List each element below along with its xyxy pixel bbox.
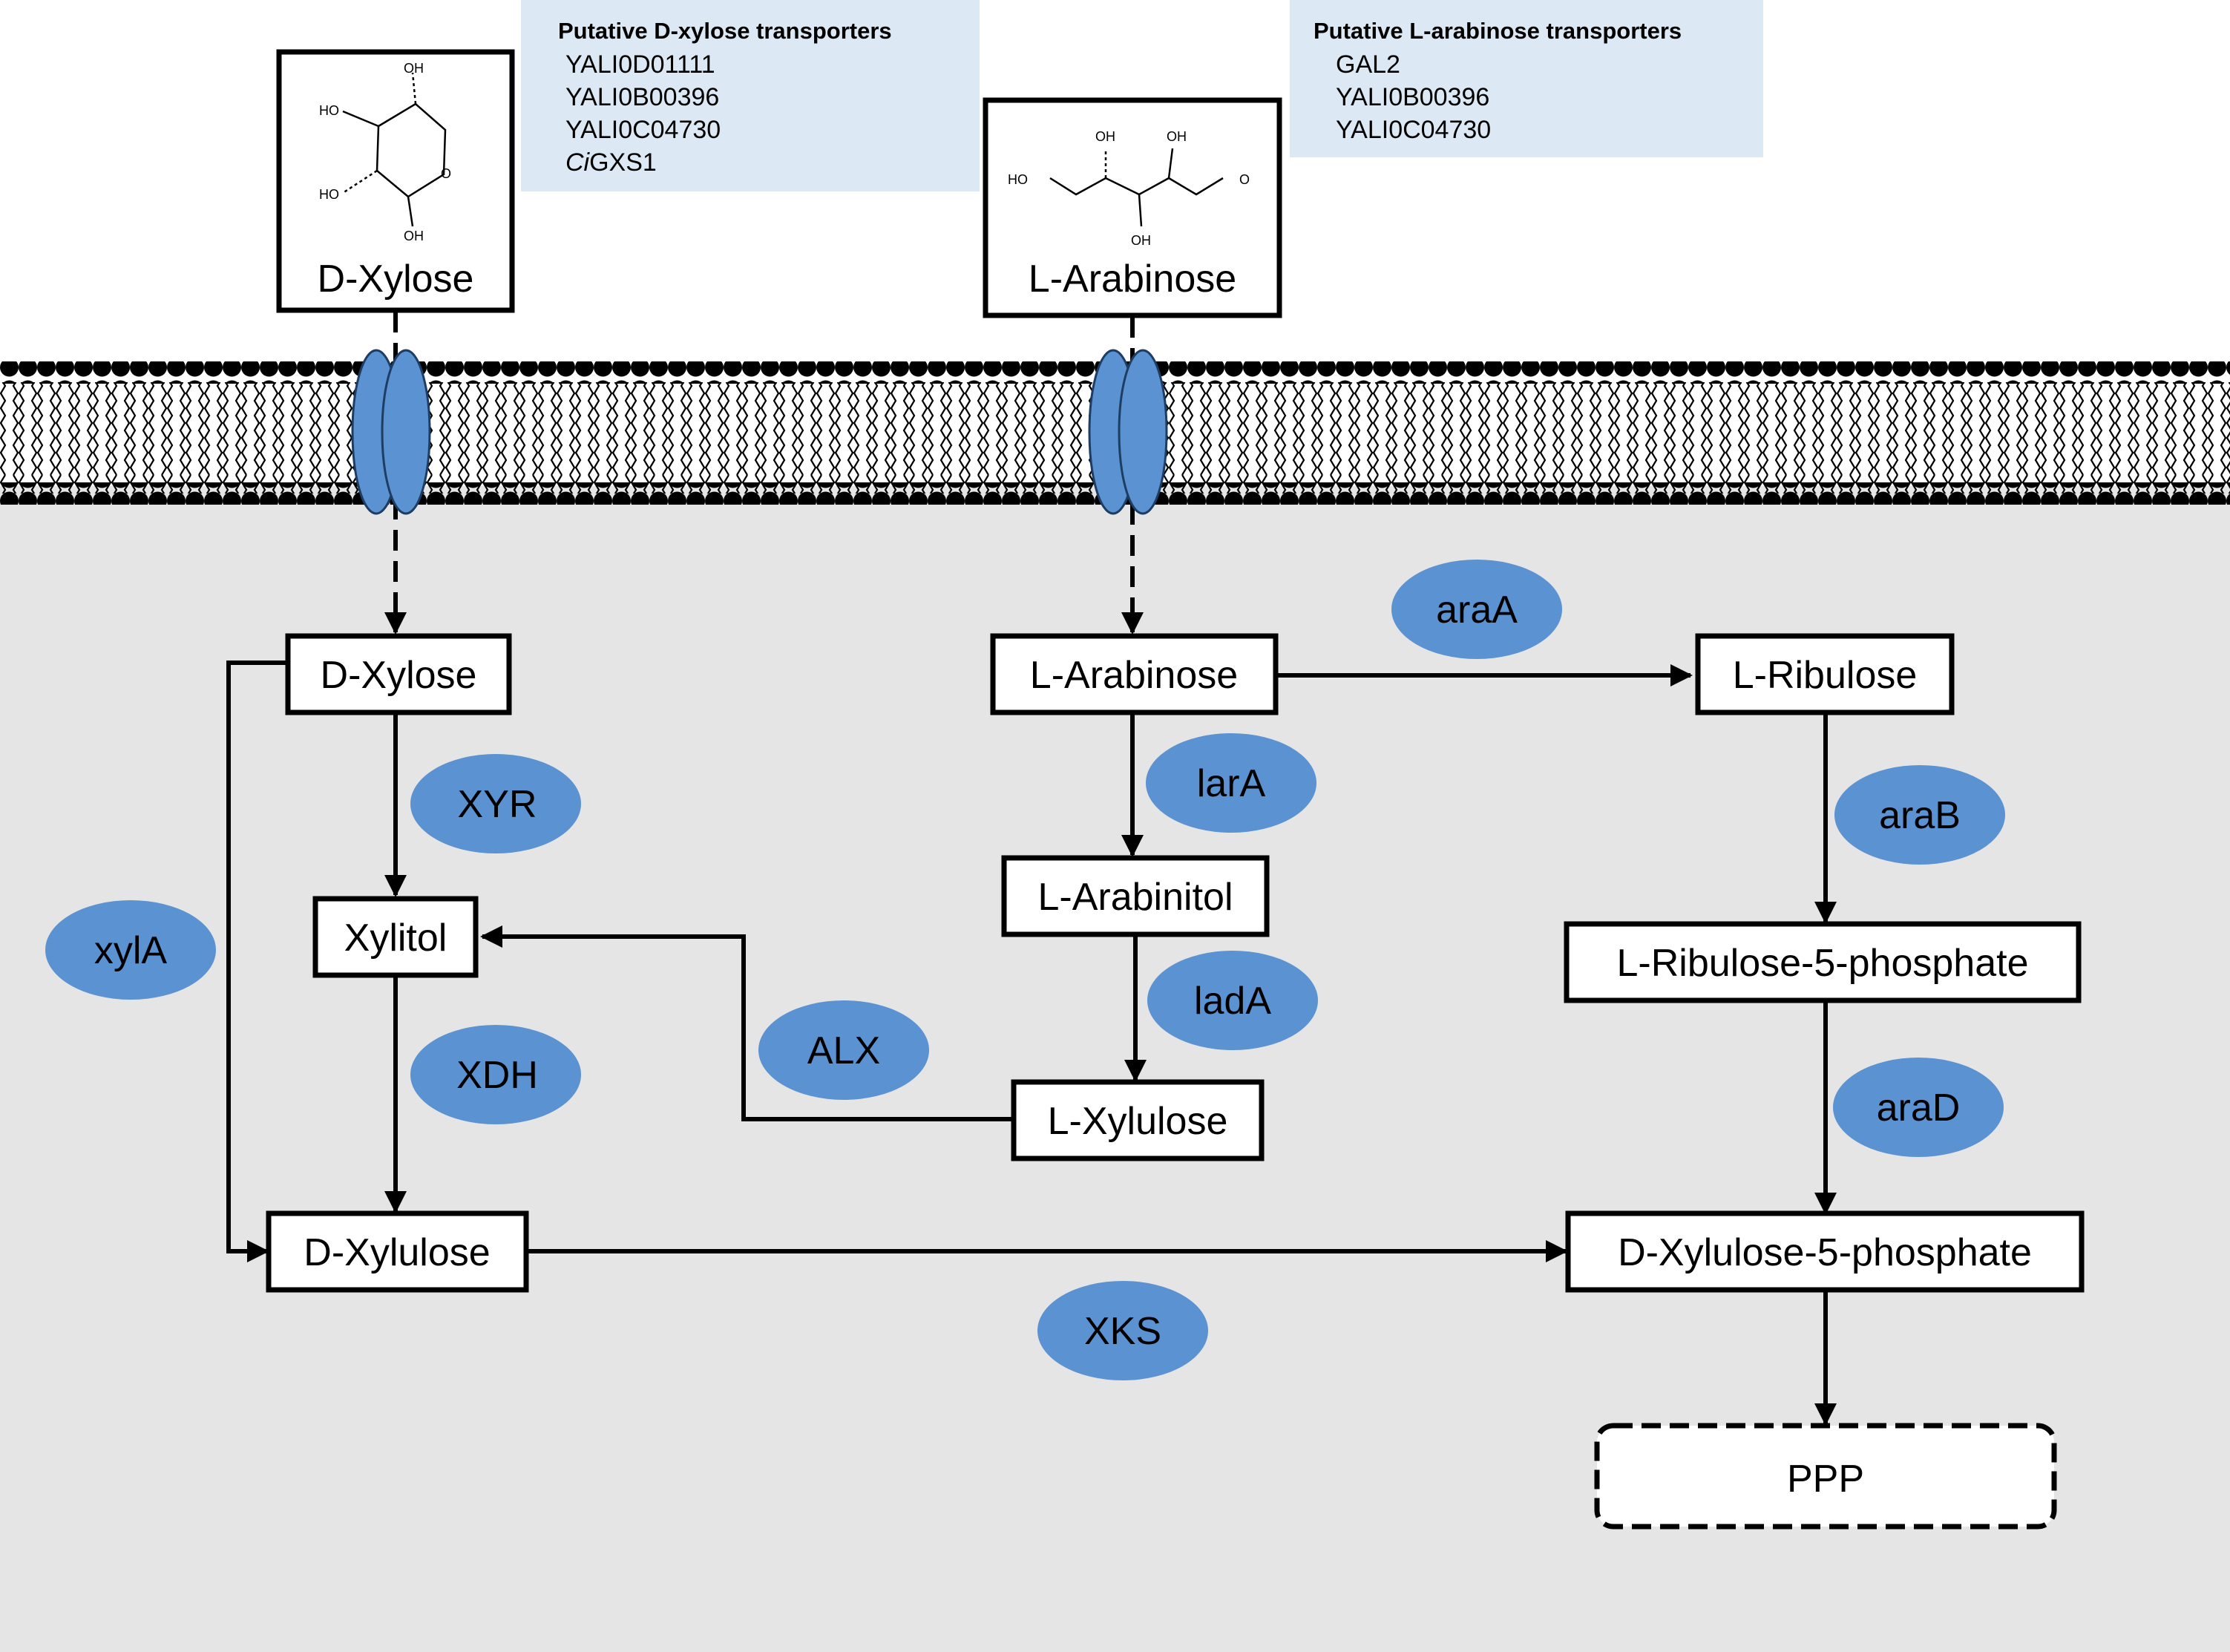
node-label: L-Xylulose xyxy=(1048,1100,1228,1143)
arabinose-panel-title: Putative L-arabinose transporters xyxy=(1314,18,1682,44)
arabinose-transporter-3: YALI0C04730 xyxy=(1336,116,1491,144)
enzyme-label: XKS xyxy=(1084,1310,1161,1353)
node-d-xylulose-5-phosphate: D-Xylulose-5-phosphate xyxy=(1565,1210,2085,1293)
arabinose-transporter-2: YALI0B00396 xyxy=(1336,83,1489,111)
xyla-arrow xyxy=(226,661,288,1262)
node-label: L-Ribulose xyxy=(1733,654,1918,697)
atom-label: OH xyxy=(1167,129,1187,144)
atom-label: OH xyxy=(404,61,424,76)
enzyme-label: XDH xyxy=(456,1054,538,1097)
enzyme-xyla: xylA xyxy=(45,900,216,1000)
enzyme-label: araB xyxy=(1879,794,1961,837)
node-label: L-Arabinose xyxy=(1030,654,1238,697)
node-label: D-Xylulose xyxy=(304,1231,490,1274)
arabinose-transporter-panel: Putative L-arabinose transporters GAL2 Y… xyxy=(1290,0,1763,157)
node-label: L-Ribulose-5-phosphate xyxy=(1616,942,2028,985)
enzyme-alx: ALX xyxy=(758,1000,929,1100)
enzyme-label: larA xyxy=(1197,762,1266,805)
enzyme-arad: araD xyxy=(1833,1058,2004,1157)
d-xylose-external-label: D-Xylose xyxy=(318,258,474,301)
atom-label: HO xyxy=(319,103,339,118)
node-label: D-Xylulose-5-phosphate xyxy=(1618,1231,2032,1274)
xylose-transporter-2: YALI0B00396 xyxy=(565,83,719,111)
enzyme-label: XYR xyxy=(458,783,537,826)
atom-label: O xyxy=(441,166,451,181)
xylose-transporter-panel: Putative D-xylose transporters YALI0D011… xyxy=(521,0,980,191)
atom-label: OH xyxy=(1131,233,1151,248)
l-arabinose-structure xyxy=(1049,148,1224,227)
node-l-xylulose: L-Xylulose xyxy=(1011,1079,1265,1161)
enzyme-lada: ladA xyxy=(1147,951,1318,1050)
node-l-arabinose: L-Arabinose xyxy=(990,633,1279,715)
node-l-arabinitol: L-Arabinitol xyxy=(1001,855,1270,937)
xylose-transporter-4: CiGXS1 xyxy=(565,148,657,177)
enzyme-label: xylA xyxy=(94,929,168,972)
xylose-transporter-3: YALI0C04730 xyxy=(565,116,721,144)
node-l-ribulose: L-Ribulose xyxy=(1695,633,1955,715)
xylose-panel-title: Putative D-xylose transporters xyxy=(558,18,892,44)
enzyme-araa: araA xyxy=(1391,560,1562,659)
enzyme-lara: larA xyxy=(1146,733,1316,833)
d-xylose-structure xyxy=(342,72,447,227)
xylose-transporter-1: YALI0D01111 xyxy=(565,50,715,79)
enzyme-label: araD xyxy=(1877,1086,1961,1130)
enzyme-arab: araB xyxy=(1834,765,2005,865)
arabinose-transporter-1: GAL2 xyxy=(1336,50,1400,79)
node-ppp: PPP xyxy=(1594,1423,2057,1530)
alx-arrow xyxy=(480,925,1014,1121)
l-arabinose-external-label: L-Arabinose xyxy=(1029,258,1236,301)
external-l-arabinose: OH OH OH HO O L-Arabinose xyxy=(983,97,1282,318)
node-d-xylose: D-Xylose xyxy=(285,633,512,715)
node-label: L-Arabinitol xyxy=(1037,876,1233,919)
arabinose-transporter-channel xyxy=(1088,349,1168,515)
node-label: Xylitol xyxy=(344,917,447,960)
enzyme-label: araA xyxy=(1436,589,1518,632)
atom-label: OH xyxy=(404,229,424,243)
node-label: D-Xylose xyxy=(321,654,477,697)
atom-label: HO xyxy=(1008,172,1028,187)
xylose-transporter-channel xyxy=(351,349,431,515)
node-l-ribulose-5-phosphate: L-Ribulose-5-phosphate xyxy=(1564,921,2082,1003)
node-d-xylulose: D-Xylulose xyxy=(266,1210,529,1293)
external-d-xylose: OH HO HO OH O D-Xylose xyxy=(276,49,515,313)
enzyme-xks: XKS xyxy=(1037,1281,1208,1380)
enzyme-label: ALX xyxy=(807,1029,880,1072)
node-label: PPP xyxy=(1787,1458,1864,1501)
atom-label: HO xyxy=(319,187,339,202)
enzyme-xdh: XDH xyxy=(410,1025,581,1124)
enzyme-xyr: XYR xyxy=(410,754,581,853)
node-xylitol: Xylitol xyxy=(312,896,479,978)
enzyme-label: ladA xyxy=(1194,980,1271,1023)
atom-label: O xyxy=(1239,172,1250,187)
atom-label: OH xyxy=(1095,129,1115,144)
